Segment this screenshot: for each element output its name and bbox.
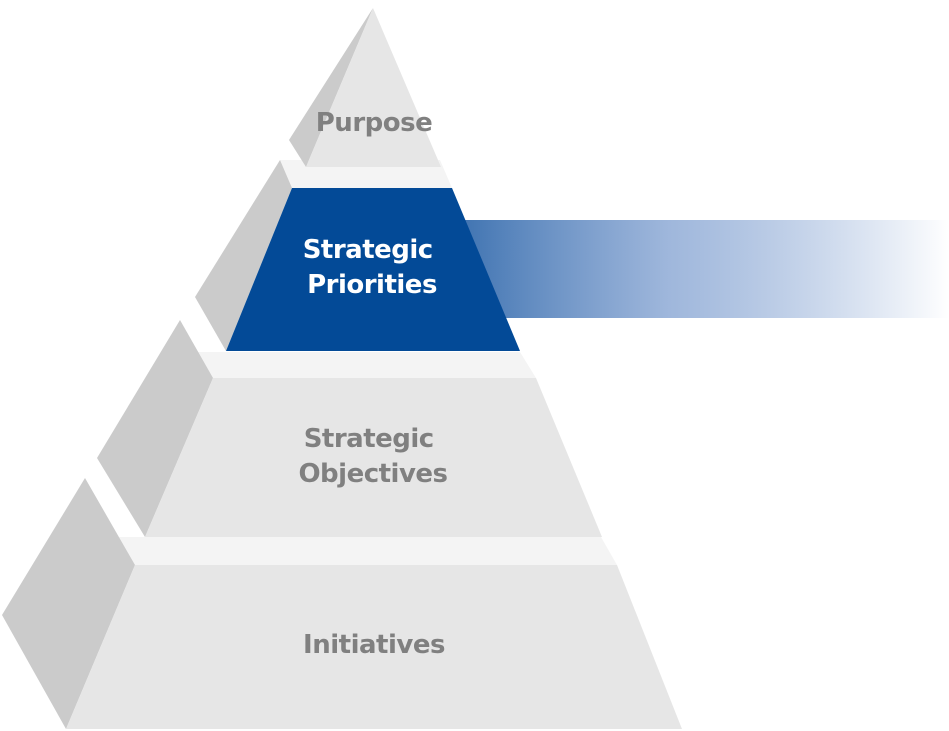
tier-side bbox=[289, 8, 373, 167]
pyramid-tier-purpose: Purpose bbox=[289, 8, 441, 167]
tier-label-strategic-objectives: Strategic Objectives bbox=[298, 424, 447, 489]
tier-face bbox=[226, 188, 520, 351]
tier-ledge bbox=[85, 537, 617, 565]
tier-label-strategic-priorities: Strategic Priorities bbox=[303, 235, 442, 300]
pyramid-tier-initiatives: Initiatives bbox=[2, 478, 682, 729]
tier-label-initiatives: Initiatives bbox=[303, 630, 445, 660]
pyramid-tier-strategic-priorities: Strategic Priorities bbox=[195, 160, 520, 351]
tier-side bbox=[195, 160, 292, 351]
tier-face bbox=[306, 8, 441, 167]
tier-label-line: Objectives bbox=[298, 459, 447, 489]
tier-label-line: Priorities bbox=[307, 270, 437, 300]
tier-label-line: Strategic bbox=[303, 235, 433, 265]
tier-label-line: Purpose bbox=[316, 108, 432, 138]
highlight-band bbox=[440, 220, 949, 318]
tier-ledge bbox=[180, 352, 536, 378]
tier-label-line: Initiatives bbox=[303, 630, 445, 660]
tier-side bbox=[97, 320, 213, 537]
tier-side bbox=[2, 478, 135, 729]
tier-label-line: Strategic bbox=[304, 424, 434, 454]
tier-face bbox=[66, 565, 682, 729]
tier-face bbox=[145, 378, 602, 537]
pyramid-tier-strategic-objectives: Strategic Objectives bbox=[97, 320, 602, 537]
tier-label-purpose: Purpose bbox=[316, 108, 432, 138]
